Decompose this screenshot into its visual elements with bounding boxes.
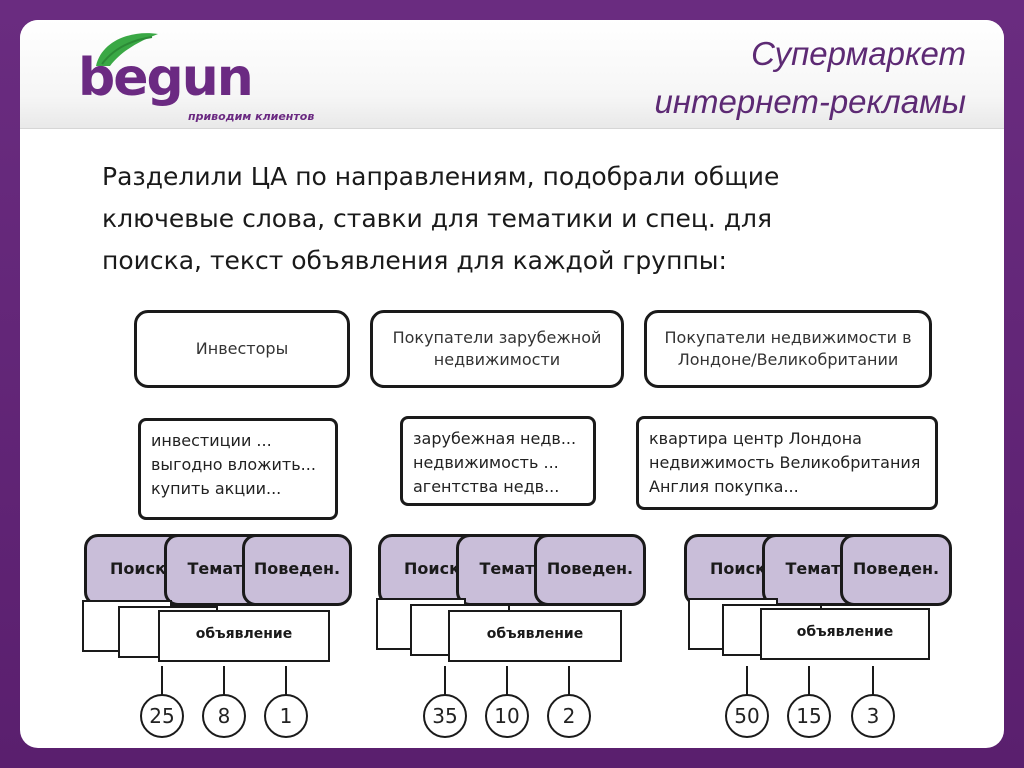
keyword-item: агентства недв... [413,477,560,496]
keywords-box: зарубежная недв... недвижимость ... аген… [400,416,596,506]
tab-behavior: Поведен. [840,534,952,606]
audience-line: Лондоне/Великобритании [677,350,899,369]
keyword-item: инвестиции ... [151,431,272,450]
ad-label: объявление [486,626,584,642]
keywords-box: квартира центр Лондона недвижимость Вели… [636,416,938,510]
count-circle: 8 [202,694,246,738]
count-circle: 10 [485,694,529,738]
slide-title-line: интернет-рекламы [654,83,967,120]
slide-title-line: Супермаркет [751,35,966,72]
connector-line [444,666,446,696]
intro-line: поиска, текст объявления для каждой груп… [102,246,727,275]
audience-box: Покупатели зарубежной недвижимости [370,310,624,388]
slide: begun приводим клиентов Супермаркет инте… [20,20,1004,748]
tab-behavior: Поведен. [534,534,646,606]
count-circle: 3 [851,694,895,738]
keywords-box: инвестиции ... выгодно вложить... купить… [138,418,338,520]
keyword-item: квартира центр Лондона [649,429,862,448]
ad-label: объявление [195,626,293,642]
audience-line: Инвесторы [195,339,289,358]
keyword-item: недвижимость ... [413,453,559,472]
audience-box: Инвесторы [134,310,350,388]
tab-behavior: Поведен. [242,534,352,606]
keyword-item: недвижимость Великобритания [649,453,921,472]
keyword-item: Англия покупка... [649,477,799,496]
connector-line [872,666,874,696]
ad-label: объявление [796,624,894,640]
connector-line [223,666,225,696]
audience-line: Покупатели зарубежной [392,328,602,347]
connector-line [808,666,810,696]
ad-scroll-front: объявление [448,610,622,662]
keyword-item: зарубежная недв... [413,429,577,448]
count-circle: 15 [787,694,831,738]
intro-text: Разделили ЦА по направлениям, подобрали … [102,156,902,282]
header-band: begun приводим клиентов Супермаркет инте… [20,20,1004,129]
connector-line [285,666,287,696]
intro-line: ключевые слова, ставки для тематики и сп… [102,204,773,233]
connector-line [506,666,508,696]
ad-scroll-front: объявление [760,608,930,660]
audience-line: Покупатели недвижимости в [664,328,912,347]
connector-line [568,666,570,696]
logo-tagline: приводим клиентов [188,110,315,123]
count-circle: 35 [423,694,467,738]
keyword-item: купить акции... [151,479,282,498]
connector-line [746,666,748,696]
connector-line [161,666,163,696]
audience-line: недвижимости [433,350,561,369]
logo-wordmark: begun [78,48,254,108]
intro-line: Разделили ЦА по направлениям, подобрали … [102,162,780,191]
keyword-item: выгодно вложить... [151,455,316,474]
count-circle: 2 [547,694,591,738]
logo: begun приводим клиентов [78,30,338,130]
count-circle: 1 [264,694,308,738]
audience-box: Покупатели недвижимости в Лондоне/Велико… [644,310,932,388]
count-circle: 25 [140,694,184,738]
slide-title: Супермаркет интернет-рекламы [606,30,967,126]
count-circle: 50 [725,694,769,738]
ad-scroll-front: объявление [158,610,330,662]
leaf-icon [96,33,158,66]
